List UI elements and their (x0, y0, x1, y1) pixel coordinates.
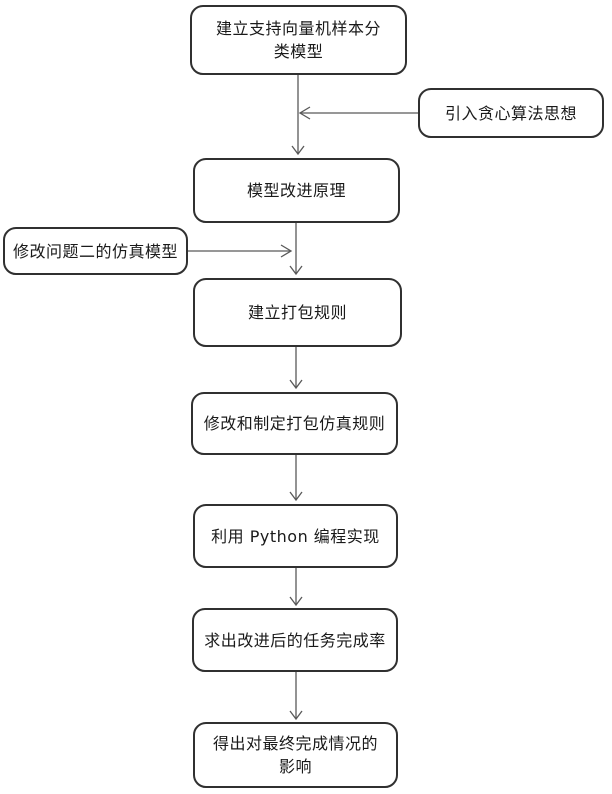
node-modify-problem2-simulation-model: 修改问题二的仿真模型 (3, 227, 188, 275)
node-establish-packing-rules-label: 建立打包规则 (247, 303, 347, 322)
node-build-svm-classification-model: 建立支持向量机样本分 类模型 (190, 5, 407, 75)
node-impact-on-final-completion: 得出对最终完成情况的 影响 (193, 722, 398, 788)
node-implement-with-python: 利用 Python 编程实现 (193, 504, 398, 568)
node-impact-on-final-completion-line2: 影响 (278, 757, 312, 776)
node-implement-with-python-label: 利用 Python 编程实现 (211, 526, 380, 546)
node-modify-problem2-simulation-model-label: 修改问题二的仿真模型 (12, 241, 178, 261)
node-model-improvement-principle-label: 模型改进原理 (246, 181, 346, 200)
arrow-principle-to-packrule-head (289, 265, 303, 276)
arrow-svm-to-principle-head (291, 145, 305, 156)
node-build-svm-classification-model-line2: 类模型 (273, 42, 324, 61)
node-compute-improved-task-completion-rate-label: 求出改进后的任务完成率 (204, 630, 386, 650)
arrow-modify-sim-head (280, 244, 293, 258)
node-establish-packing-rules: 建立打包规则 (193, 278, 402, 347)
arrow-python-to-rate-head (289, 596, 303, 607)
node-build-svm-classification-model-line1: 建立支持向量机样本分 (215, 19, 381, 38)
node-introduce-greedy-algorithm: 引入贪心算法思想 (418, 88, 604, 138)
arrow-greedy-head (298, 106, 311, 120)
node-introduce-greedy-algorithm-label: 引入贪心算法思想 (444, 103, 577, 123)
arrow-modifypack-to-python-head (289, 491, 303, 502)
node-modify-and-formulate-packing-simulation-rules: 修改和制定打包仿真规则 (191, 392, 398, 455)
arrow-packrule-to-modifypack-head (289, 379, 303, 390)
node-impact-on-final-completion-line1: 得出对最终完成情况的 (212, 734, 378, 753)
arrow-rate-to-impact-head (289, 710, 303, 721)
node-model-improvement-principle: 模型改进原理 (193, 158, 400, 223)
node-modify-and-formulate-packing-simulation-rules-label: 修改和制定打包仿真规则 (203, 414, 386, 433)
node-compute-improved-task-completion-rate: 求出改进后的任务完成率 (192, 608, 398, 672)
